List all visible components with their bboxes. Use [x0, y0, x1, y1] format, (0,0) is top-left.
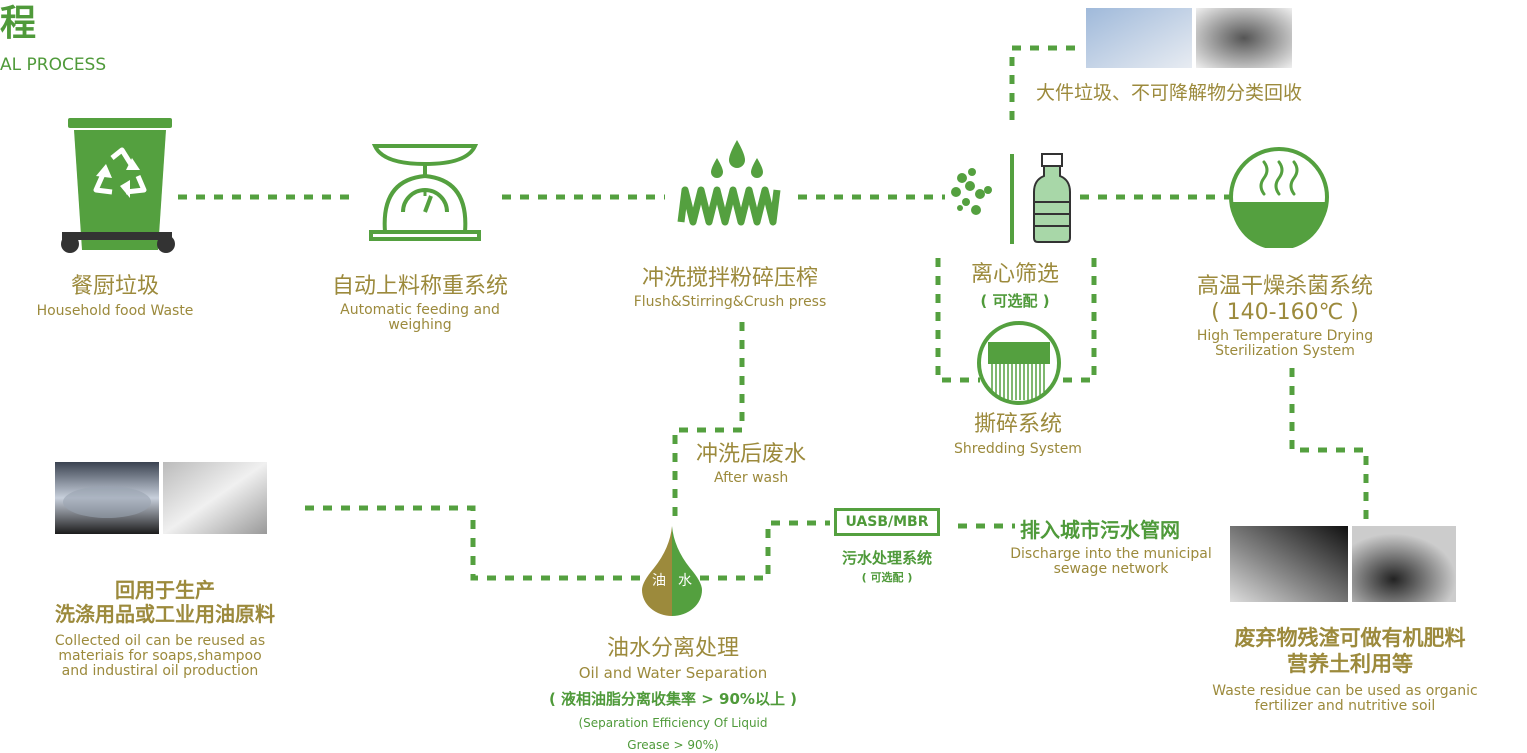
reuse-label-en3: and industiral oil production	[61, 663, 259, 679]
bottle-icon	[951, 153, 1071, 244]
uasb-box: UASB/MBR	[834, 508, 940, 536]
discharge-label-en1: Discharge into the municipal	[1010, 546, 1212, 562]
feeding-label-zh: 自动上料称重系统	[331, 274, 508, 299]
connector-dry-fertilizer	[1289, 368, 1369, 520]
washwater-label-en: After wash	[714, 470, 789, 486]
oil-rate-en1: (Separation Efficiency Of Liquid	[578, 716, 768, 730]
shredder-icon	[977, 321, 1061, 405]
crush-label-en: Flush&Stirring&Crush press	[633, 294, 827, 310]
connector-crush-washwater	[672, 322, 745, 520]
oil-label-en: Oil and Water Separation	[578, 664, 768, 682]
residue-photo-1	[1230, 526, 1348, 602]
oil-photo-2	[163, 462, 267, 534]
connector-screen-shred-left	[935, 258, 980, 383]
oil-rate: ( 液相油脂分离收集率 > 90%以上 )	[548, 690, 798, 708]
water-char: 水	[678, 573, 692, 589]
spring-water-icon	[677, 140, 781, 226]
shred-label-en: Shredding System	[954, 441, 1082, 457]
oil-rate-en2: Grease > 90%)	[627, 738, 719, 752]
feeding-label-en1: Automatic feeding and	[340, 302, 500, 318]
oil-char: 油	[652, 573, 666, 589]
recycle-bin-icon	[61, 118, 175, 253]
recycle-photo-1	[1086, 8, 1192, 68]
recycle-label-zh: 大件垃圾、不可降解物分类回收	[1036, 82, 1303, 104]
screen-label-zh: 离心筛选	[970, 262, 1059, 287]
reuse-label-en2: materiais for soaps,shampoo	[58, 648, 262, 664]
residue-photo-2	[1352, 526, 1456, 602]
dry-label-zh: 高温干燥杀菌系统	[1196, 274, 1373, 299]
uasb-label-zh: 污水处理系统	[841, 549, 932, 567]
oil-water-drop-icon	[642, 526, 702, 616]
fertilizer-label-en2: fertilizer and nutritive soil	[1254, 698, 1436, 714]
steam-icon	[1229, 147, 1329, 248]
uasb-optional: ( 可选配 )	[861, 571, 913, 584]
dry-label-en1: High Temperature Drying	[1196, 328, 1374, 344]
fertilizer-label-zh1: 废弃物残渣可做有机肥料	[1234, 626, 1466, 650]
crush-label-zh: 冲洗搅拌粉碎压榨	[641, 266, 818, 291]
discharge-label-en2: sewage network	[1053, 561, 1169, 577]
fertilizer-label-zh2: 营养土利用等	[1287, 652, 1413, 676]
waste-label-en: Household food Waste	[36, 303, 194, 319]
shred-label-zh: 撕碎系统	[973, 412, 1062, 437]
reuse-label-zh2: 洗涤用品或工业用油原料	[55, 602, 275, 626]
recycle-photo-2	[1196, 8, 1292, 68]
fertilizer-label-en1: Waste residue can be used as organic	[1212, 683, 1478, 699]
washwater-label-zh: 冲洗后废水	[696, 442, 807, 467]
reuse-label-zh1: 回用于生产	[115, 578, 215, 602]
feeding-label-en2: weighing	[388, 317, 452, 333]
reuse-label-en1: Collected oil can be reused as	[54, 633, 266, 649]
page-subtitle: AL PROCESS	[0, 55, 107, 75]
screen-optional: ( 可选配 )	[980, 292, 1050, 310]
discharge-label-zh: 排入城市污水管网	[1020, 518, 1180, 542]
oil-photo-1	[55, 462, 159, 534]
connector-screen-recycle	[1009, 45, 1080, 120]
waste-label-zh: 餐厨垃圾	[70, 274, 159, 299]
connector-reuse-oil	[305, 505, 640, 581]
dry-label-en2: Sterilization System	[1215, 343, 1355, 359]
oil-label-zh: 油水分离处理	[606, 636, 739, 661]
weighing-scale-icon	[369, 144, 481, 241]
connector-oil-uasb	[700, 520, 830, 581]
dry-label-temp: ( 140-160℃ )	[1211, 300, 1359, 325]
connector-screen-shred-right	[1058, 258, 1097, 383]
page-title: 程	[0, 3, 37, 44]
